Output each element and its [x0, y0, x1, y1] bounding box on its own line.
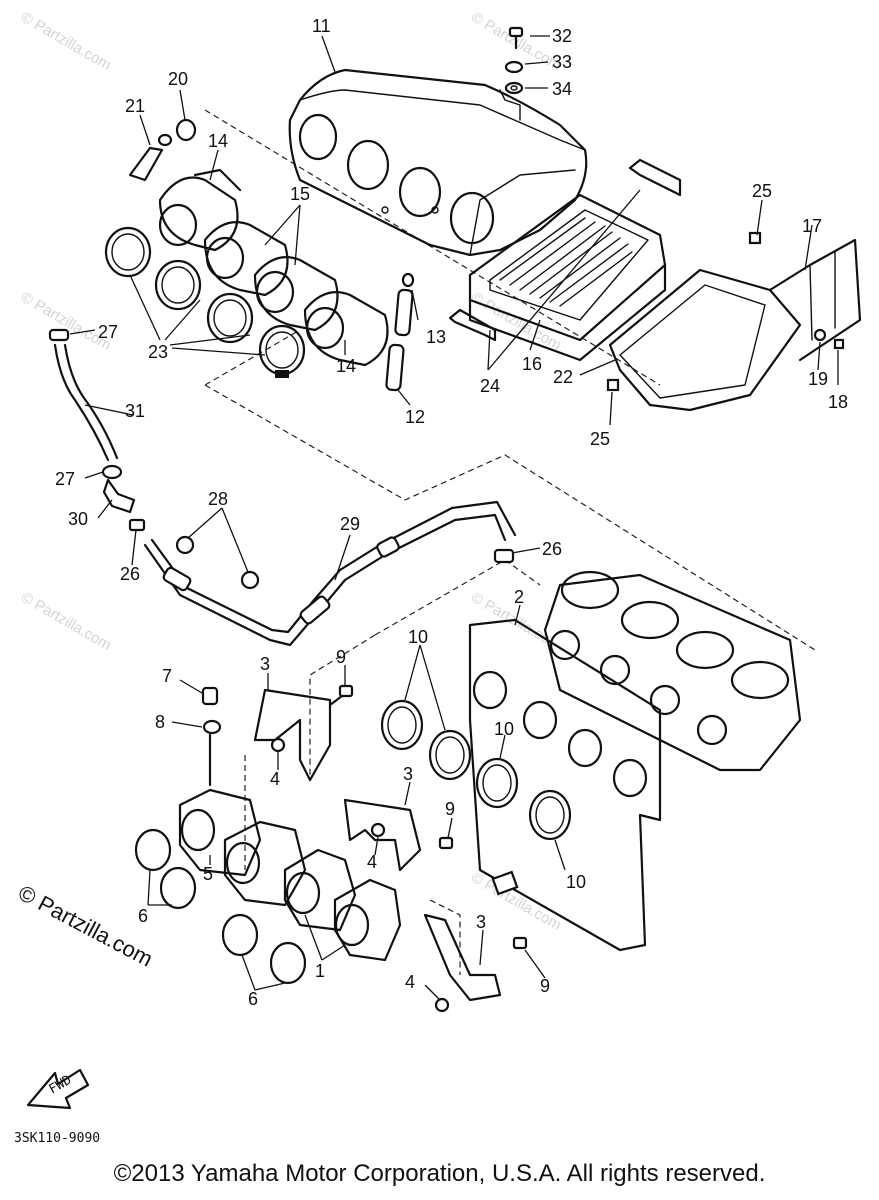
label-26-left: 26	[120, 564, 140, 584]
carburetor-assembly	[543, 570, 802, 772]
label-4-bottom: 4	[405, 972, 415, 992]
clip-24	[448, 158, 682, 342]
label-10-bottom: 10	[566, 872, 586, 892]
label-10-mid: 10	[494, 719, 514, 739]
label-14-lower: 14	[336, 356, 356, 376]
label-28: 28	[208, 489, 228, 509]
label-4-mid: 4	[367, 852, 377, 872]
label-17: 17	[802, 216, 822, 236]
label-33: 33	[552, 52, 572, 72]
label-6-left: 6	[138, 906, 148, 926]
carb-joints-14-15	[158, 168, 389, 367]
fwd-arrow-icon: FWD	[26, 1068, 90, 1110]
label-23: 23	[148, 342, 168, 362]
assembly-outlines	[204, 109, 816, 975]
watermark-text: © Partzilla.com	[18, 9, 114, 74]
label-11: 11	[312, 16, 331, 36]
label-4-top: 4	[270, 769, 280, 789]
label-21: 21	[125, 96, 145, 116]
label-9-bottom: 9	[540, 976, 550, 996]
bolt-32	[504, 26, 524, 95]
label-9-mid: 9	[445, 799, 455, 819]
intake-duct-17	[606, 231, 862, 412]
label-7: 7	[162, 666, 172, 686]
air-box	[288, 68, 588, 257]
air-filter-16	[468, 193, 667, 362]
label-30: 30	[68, 509, 88, 529]
label-12: 12	[405, 407, 425, 427]
label-8: 8	[155, 712, 165, 732]
label-19: 19	[808, 369, 828, 389]
label-27-top: 27	[98, 322, 118, 342]
label-9-top: 9	[336, 647, 346, 667]
label-20: 20	[168, 69, 188, 89]
label-18: 18	[828, 392, 848, 412]
label-3-mid: 3	[403, 764, 413, 784]
manifolds	[134, 686, 402, 985]
label-1: 1	[315, 961, 325, 981]
hose-29	[143, 500, 517, 647]
part-labels: 32 33 34 11 20 21 14 15 14 13 12 16 24 2…	[55, 16, 848, 1009]
hose-31	[48, 328, 146, 532]
label-24: 24	[480, 376, 500, 396]
label-25-top: 25	[752, 181, 772, 201]
drain-12-13	[385, 272, 415, 392]
label-26-right: 26	[542, 539, 562, 559]
label-32: 32	[552, 26, 572, 46]
plate-2	[468, 618, 662, 952]
label-31: 31	[125, 401, 145, 421]
label-14: 14	[208, 131, 228, 151]
label-2: 2	[514, 587, 524, 607]
label-27-bottom: 27	[55, 469, 75, 489]
label-3-top: 3	[260, 654, 270, 674]
label-3-bottom: 3	[476, 912, 486, 932]
leader-lines	[69, 35, 839, 1001]
label-25-bottom: 25	[590, 429, 610, 449]
label-5: 5	[203, 864, 213, 884]
label-22: 22	[553, 367, 573, 387]
label-6-right: 6	[248, 989, 258, 1009]
label-15: 15	[290, 184, 310, 204]
cap-20-21	[128, 118, 197, 182]
label-10-top: 10	[408, 627, 428, 647]
clamps-10	[380, 699, 572, 841]
watermark-text: © Partzilla.com	[18, 589, 114, 654]
diagram-code: 3SK110-9090	[14, 1131, 100, 1146]
clamps-23	[104, 226, 306, 378]
label-34: 34	[552, 79, 572, 99]
copyright-text: ©2013 Yamaha Motor Corporation, U.S.A. A…	[113, 1160, 766, 1187]
label-29: 29	[340, 514, 360, 534]
label-16: 16	[522, 354, 542, 374]
brackets-3	[253, 684, 528, 1013]
label-13: 13	[426, 327, 446, 347]
